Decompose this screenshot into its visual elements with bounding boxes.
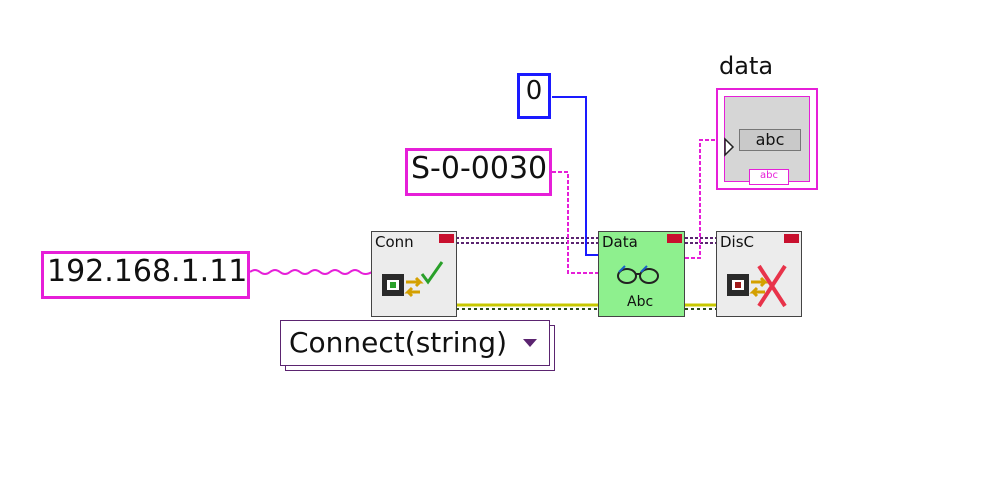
connect-subvi[interactable]: Conn [371, 231, 457, 317]
disconnect-caption: DisC [720, 233, 755, 251]
indicator-body: abc abc [724, 96, 810, 185]
data-indicator[interactable]: abc abc [716, 88, 818, 190]
error-flag-icon [439, 234, 454, 243]
data-caption: Data [602, 233, 638, 251]
input-arrow-icon [724, 137, 735, 157]
glasses-icon [617, 265, 659, 284]
disconnect-icon [727, 264, 787, 308]
disconnect-subvi[interactable]: DisC [716, 231, 802, 317]
data-subcaption: Abc [627, 294, 654, 310]
indicator-value: abc [739, 129, 801, 151]
ip-string-wire [249, 269, 373, 275]
indicator-label: data [719, 52, 774, 80]
numeric-wire [552, 96, 598, 256]
indicator-type-tag: abc [749, 169, 789, 185]
ip-address-constant[interactable]: 192.168.1.11 [41, 251, 250, 299]
output-string-wire [685, 139, 716, 259]
error-flag-icon [667, 234, 682, 243]
connect-icon [382, 261, 444, 298]
numeric-zero-constant[interactable]: 0 [517, 73, 551, 119]
dropdown-arrow-icon[interactable] [523, 339, 537, 347]
error-flag-icon [784, 234, 799, 243]
enum-selected-value: Connect(string) [289, 326, 507, 359]
ip-address-text: 192.168.1.11 [47, 254, 248, 289]
param-string-wire [552, 171, 598, 274]
connect-caption: Conn [375, 233, 414, 251]
numeric-zero-text: 0 [525, 76, 543, 106]
parameter-id-text: S-0-0030 [411, 151, 548, 186]
vi-selector-enum[interactable]: Connect(string) [280, 320, 550, 366]
parameter-id-constant[interactable]: S-0-0030 [405, 148, 552, 196]
data-subvi[interactable]: Data Abc [598, 231, 685, 317]
